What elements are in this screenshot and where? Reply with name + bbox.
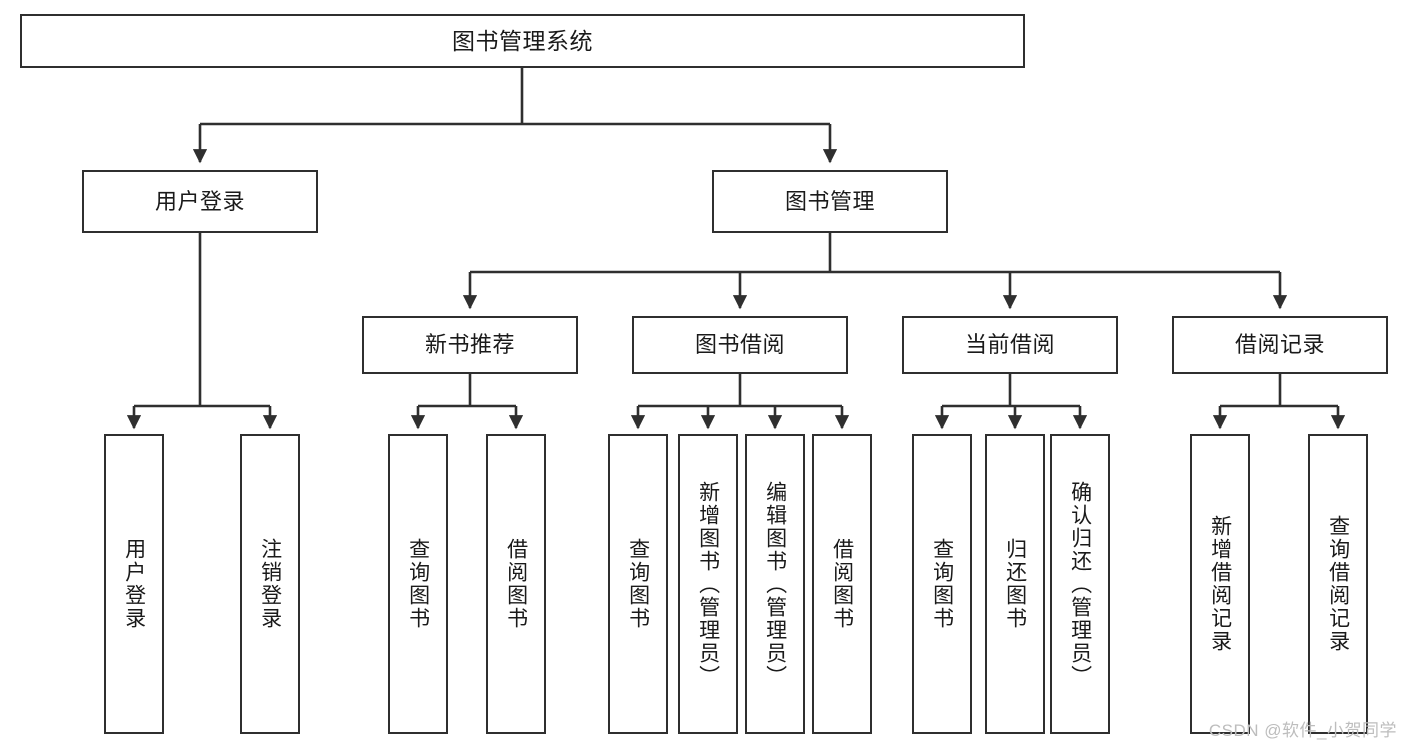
watermark: CSDN @软件_小贺同学 <box>1208 721 1397 740</box>
node-new-book-recommend-label: 新书推荐 <box>424 332 515 358</box>
leaf-edit-book-admin-label: 编辑图书（管理员） <box>763 480 787 688</box>
leaf-query-book-current-label: 查询图书 <box>930 538 954 630</box>
leaf-borrow-book-label: 借阅图书 <box>830 538 854 630</box>
node-user-login[interactable]: 用户登录 <box>82 170 318 233</box>
leaf-query-book-borrow[interactable]: 查询图书 <box>608 434 668 734</box>
leaf-return-book[interactable]: 归还图书 <box>985 434 1045 734</box>
leaf-query-book-current[interactable]: 查询图书 <box>912 434 972 734</box>
leaf-query-book-recommend[interactable]: 查询图书 <box>388 434 448 734</box>
leaf-user-login[interactable]: 用户登录 <box>104 434 164 734</box>
leaf-confirm-return-admin[interactable]: 确认归还（管理员） <box>1050 434 1110 734</box>
leaf-query-borrow-record-label: 查询借阅记录 <box>1326 515 1350 653</box>
node-book-borrow[interactable]: 图书借阅 <box>632 316 848 374</box>
node-current-borrow[interactable]: 当前借阅 <box>902 316 1118 374</box>
leaf-borrow-book[interactable]: 借阅图书 <box>812 434 872 734</box>
leaf-add-book-admin[interactable]: 新增图书（管理员） <box>678 434 738 734</box>
leaf-add-borrow-record-label: 新增借阅记录 <box>1208 515 1232 653</box>
leaf-query-book-recommend-label: 查询图书 <box>406 538 430 630</box>
leaf-add-book-admin-label: 新增图书（管理员） <box>696 480 720 688</box>
node-root[interactable]: 图书管理系统 <box>20 14 1025 68</box>
leaf-confirm-return-admin-label: 确认归还（管理员） <box>1068 480 1092 688</box>
node-root-label: 图书管理系统 <box>452 27 593 54</box>
leaf-logout[interactable]: 注销登录 <box>240 434 300 734</box>
leaf-query-book-borrow-label: 查询图书 <box>626 538 650 630</box>
leaf-logout-label: 注销登录 <box>258 538 282 630</box>
leaf-borrow-book-recommend-label: 借阅图书 <box>504 538 528 630</box>
node-borrow-record-label: 借阅记录 <box>1234 332 1325 358</box>
node-borrow-record[interactable]: 借阅记录 <box>1172 316 1388 374</box>
node-current-borrow-label: 当前借阅 <box>964 332 1055 358</box>
leaf-return-book-label: 归还图书 <box>1003 538 1027 630</box>
leaf-user-login-label: 用户登录 <box>122 538 146 630</box>
leaf-add-borrow-record[interactable]: 新增借阅记录 <box>1190 434 1250 734</box>
node-book-management[interactable]: 图书管理 <box>712 170 948 233</box>
leaf-borrow-book-recommend[interactable]: 借阅图书 <box>486 434 546 734</box>
node-user-login-label: 用户登录 <box>154 188 245 214</box>
node-book-borrow-label: 图书借阅 <box>694 332 785 358</box>
leaf-edit-book-admin[interactable]: 编辑图书（管理员） <box>745 434 805 734</box>
node-new-book-recommend[interactable]: 新书推荐 <box>362 316 578 374</box>
node-book-management-label: 图书管理 <box>784 188 875 214</box>
leaf-query-borrow-record[interactable]: 查询借阅记录 <box>1308 434 1368 734</box>
